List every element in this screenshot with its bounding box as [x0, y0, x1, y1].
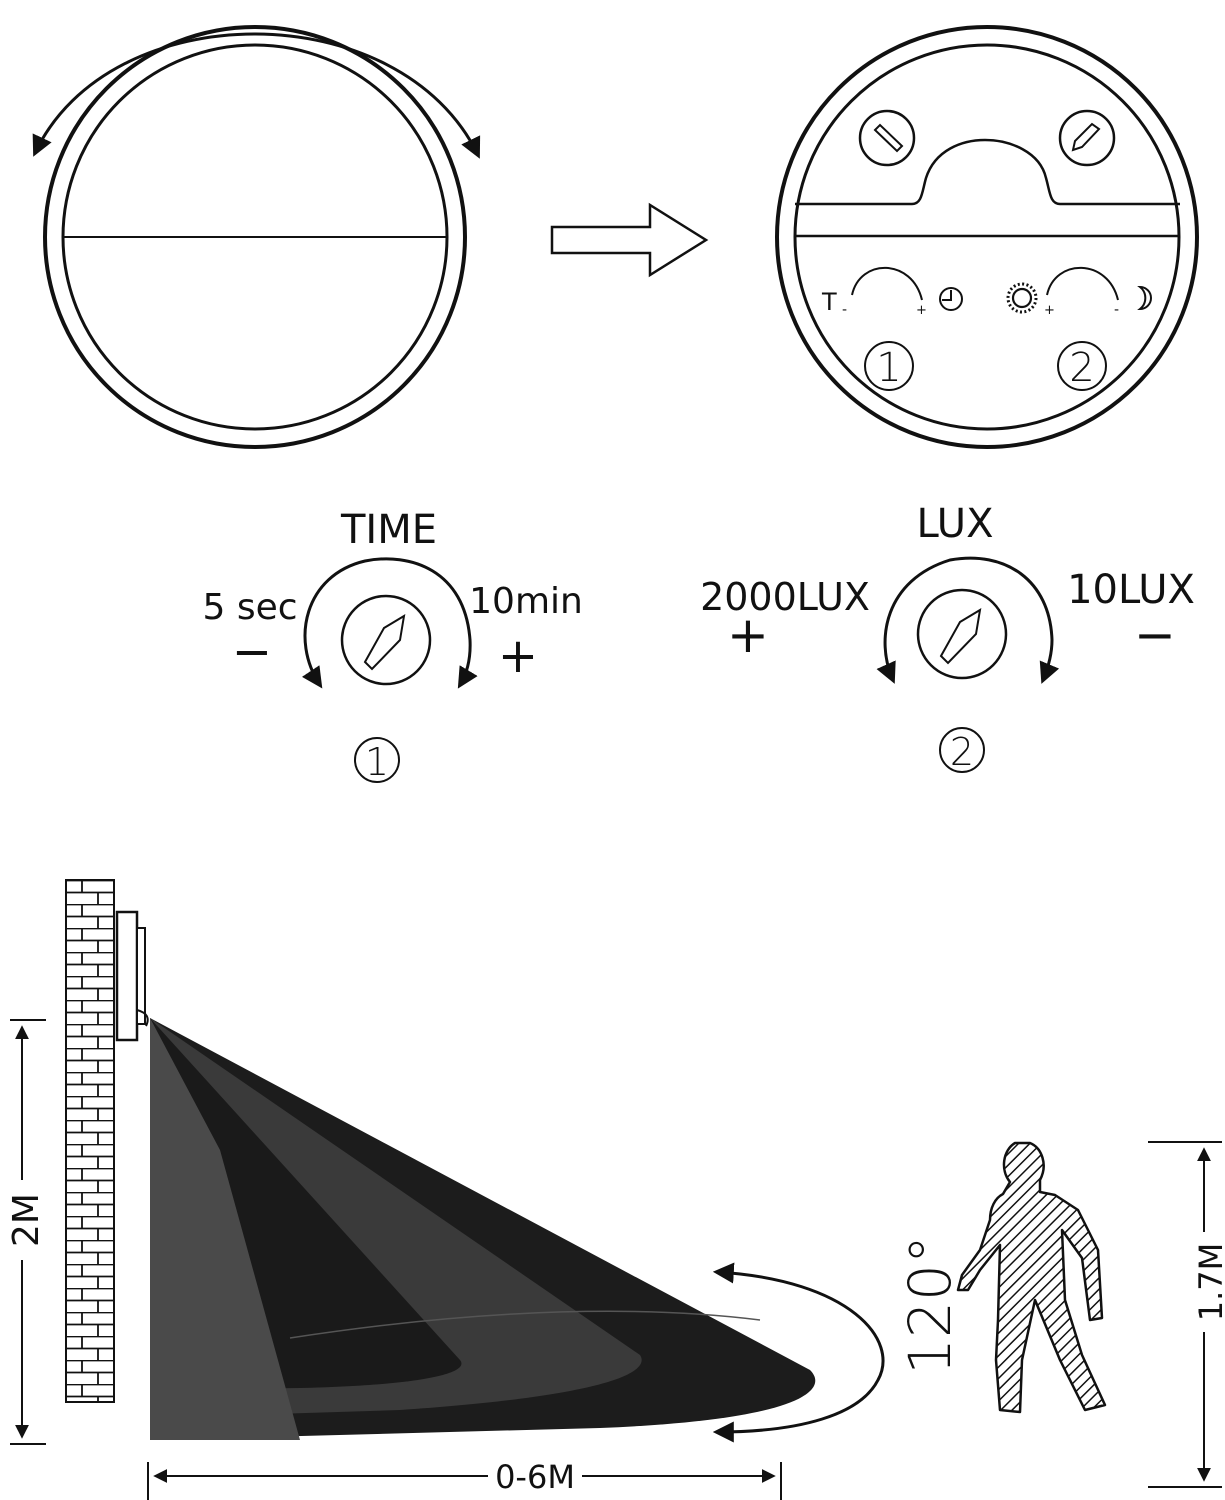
minus-sign-1: -: [842, 302, 847, 318]
plus-sign-1: +: [916, 303, 927, 318]
moon-icon: [1137, 285, 1152, 311]
lux-rotate-arrow-icon: [876, 556, 1060, 684]
time-symbol: T: [821, 288, 837, 316]
arc-arrow-icon-2: [1046, 266, 1119, 301]
range-dimension: [147, 1462, 782, 1500]
lux-max-sign: +: [727, 606, 769, 664]
detection-cone: [150, 1018, 816, 1440]
time-min-sign: −: [232, 624, 272, 680]
plus-sign-2: +: [1044, 303, 1055, 318]
time-knob-dial[interactable]: [340, 594, 432, 686]
sensor-closed: [43, 25, 467, 449]
arc-arrow-icon-1: [851, 266, 923, 301]
knob2-number: 2: [1069, 345, 1094, 391]
brick-wall: [65, 879, 115, 1403]
time-title: TIME: [340, 507, 437, 553]
lux-max-label: 2000LUX: [700, 575, 870, 619]
person-icon: [956, 1141, 1107, 1414]
knob1-number: 1: [876, 345, 901, 391]
sensor-open: [775, 25, 1199, 449]
time-min-label: 5 sec: [202, 587, 297, 628]
rotate-arrow-icon: [32, 32, 481, 159]
height-dimension: [10, 1019, 46, 1445]
time-knob-number: 1: [365, 740, 389, 784]
knob2-marker: [1057, 341, 1107, 391]
person-height-label: 1.7M: [1192, 1243, 1225, 1322]
lux-knob-dial[interactable]: [916, 588, 1008, 680]
range-label: 0-6M: [495, 1458, 575, 1496]
lux-knob-number-marker: [939, 727, 985, 773]
lux-knob-number: 2: [950, 730, 974, 774]
open-arrow-icon: [550, 202, 709, 278]
knob1-marker: [864, 341, 914, 391]
lux-min-label: 10LUX: [1067, 567, 1195, 613]
wall-sensor: [115, 910, 149, 1042]
screw-left-icon: [858, 109, 916, 167]
time-max-sign: +: [498, 628, 538, 684]
angle-arrow-icon: [712, 1262, 885, 1443]
height-label: 2M: [6, 1193, 47, 1247]
minus-sign-2: -: [1114, 302, 1119, 318]
lux-title: LUX: [917, 501, 994, 547]
time-rotate-arrow-icon: [301, 557, 478, 689]
time-max-label: 10min: [469, 581, 583, 622]
time-knob-number-marker: [354, 737, 400, 783]
person-height-dimension: [1148, 1141, 1222, 1488]
angle-label: 120°: [896, 1235, 964, 1375]
clock-icon: [939, 287, 963, 311]
screw-right-icon: [1058, 109, 1116, 167]
lux-min-sign: −: [1134, 606, 1176, 664]
sun-icon: [1006, 282, 1038, 314]
